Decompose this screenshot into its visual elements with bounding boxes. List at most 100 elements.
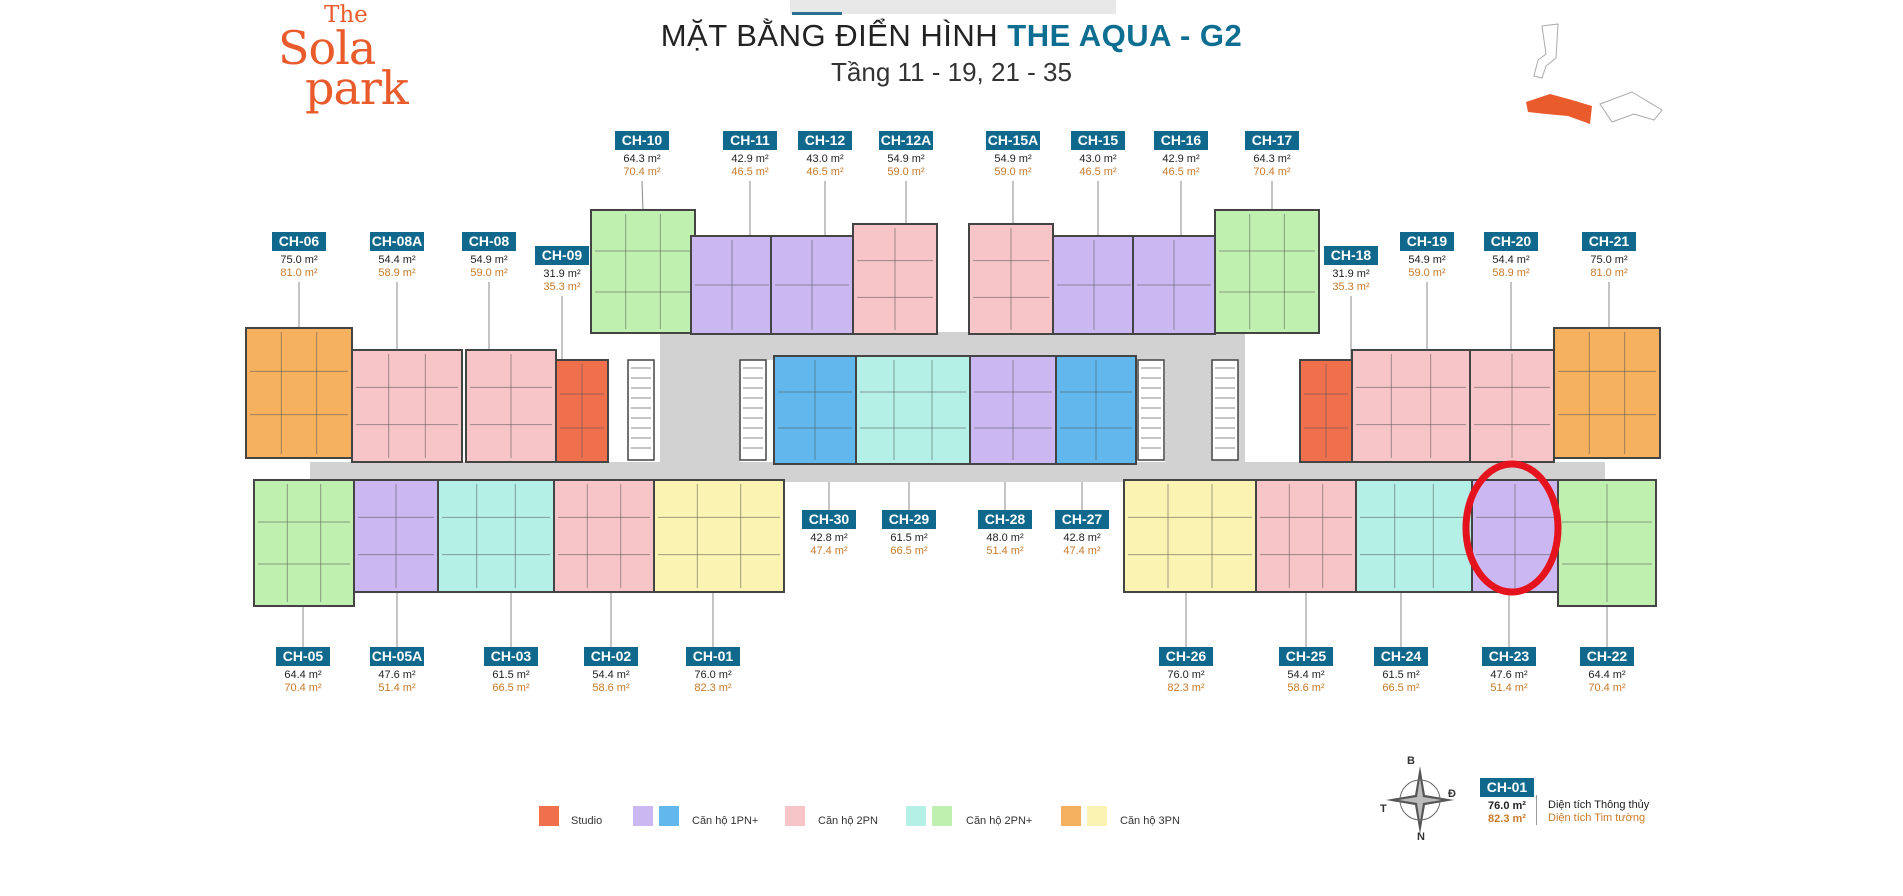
unit-label-a1: 61.5 m² [1382, 669, 1420, 681]
unit-block-ch-01 [653, 479, 785, 593]
unit-label-code: CH-03 [484, 647, 538, 666]
unit-label-a1: 42.8 m² [1063, 532, 1101, 544]
unit-label-a2: 51.4 m² [378, 682, 416, 694]
unit-label-a1: 61.5 m² [492, 669, 530, 681]
leader-lines [298, 180, 1610, 647]
unit-label-a2: 82.3 m² [1167, 682, 1205, 694]
unit-label-a1: 61.5 m² [890, 532, 928, 544]
unit-label-a2: 46.5 m² [731, 166, 769, 178]
corridor-left-core [660, 332, 740, 482]
unit-label-a2: 46.5 m² [1079, 166, 1117, 178]
unit-label-a2: 82.3 m² [694, 682, 732, 694]
top-tab-strip[interactable] [790, 0, 1116, 15]
compass-star-inner [1398, 778, 1442, 822]
unit-label-code: CH-25 [1279, 647, 1333, 666]
title-highlight: THE AQUA - G2 [1007, 18, 1243, 53]
unit-label-code: CH-26 [1159, 647, 1213, 666]
stair-core [739, 359, 767, 461]
brand-logo: The Sola park [278, 2, 409, 115]
unit-label-code: CH-23 [1482, 647, 1536, 666]
unit-label-a2: 51.4 m² [986, 545, 1024, 557]
legend-swatch-3pn-b [1087, 806, 1107, 826]
compass-left-letter: T [1380, 803, 1387, 815]
logo-line-1: The [324, 2, 368, 28]
area-key-divider [1536, 795, 1537, 825]
legend-swatch-1pn-b [659, 806, 679, 826]
compass-rose [1386, 766, 1454, 834]
site-outline-tower-a [1533, 23, 1559, 79]
unit-label-a2: 81.0 m² [280, 267, 318, 279]
active-tab-indicator[interactable] [792, 0, 842, 15]
logo-line-3: park [305, 61, 409, 115]
unit-label-a1: 42.9 m² [1162, 153, 1200, 165]
apartment-blocks [245, 209, 1661, 607]
page-title: MẶT BẰNG ĐIỂN HÌNH THE AQUA - G2 [0, 18, 1903, 54]
legend-label-2pn-plus: Căn hộ 2PN+ [966, 815, 1033, 827]
unit-label-a2: 70.4 m² [623, 166, 661, 178]
corridor-main [310, 462, 1605, 482]
unit-label-a1: 31.9 m² [1332, 268, 1370, 280]
unit-label-code: CH-05 [276, 647, 330, 666]
unit-label-a1: 54.4 m² [592, 669, 630, 681]
legend-label-3pn: Căn hộ 3PN [1120, 815, 1180, 827]
unit-label-code: CH-16 [1154, 131, 1208, 150]
stair-core [1211, 359, 1239, 461]
unit-label-a2: 81.0 m² [1590, 267, 1628, 279]
unit-label-a1: 54.4 m² [378, 254, 416, 266]
unit-label-a2: 70.4 m² [1253, 166, 1291, 178]
unit-label-a1: 76.0 m² [1167, 669, 1205, 681]
unit-label-code: CH-20 [1484, 232, 1538, 251]
unit-block-ch-19 [1351, 349, 1471, 463]
compass-ring [1399, 779, 1441, 821]
unit-block-ch-05 [253, 479, 355, 607]
unit-label-code: CH-21 [1582, 232, 1636, 251]
unit-label-a2: 46.5 m² [806, 166, 844, 178]
legend-swatch-studio [539, 806, 559, 826]
unit-label-a1: 64.3 m² [623, 153, 661, 165]
unit-label-a1: 64.4 m² [1588, 669, 1626, 681]
unit-block-ch-21 [1553, 327, 1661, 459]
unit-label-a2: 51.4 m² [1490, 682, 1528, 694]
unit-block-ch-29 [855, 355, 971, 465]
unit-label-code: CH-24 [1374, 647, 1428, 666]
legend-swatch-2pn-plus-a [906, 806, 926, 826]
legend-label-2pn: Căn hộ 2PN [818, 815, 878, 827]
unit-label-a2: 58.9 m² [378, 267, 416, 279]
area-key-code: CH-01 [1480, 778, 1534, 797]
unit-label-a2: 66.5 m² [492, 682, 530, 694]
stair-core [627, 359, 655, 461]
compass-top-letter: B [1407, 755, 1415, 767]
unit-label-code: CH-08 [462, 232, 516, 251]
site-plan-thumbnail [1526, 23, 1663, 124]
unit-label-code: CH-30 [802, 510, 856, 529]
unit-label-a2: 58.6 m² [1287, 682, 1325, 694]
unit-label-a1: 54.9 m² [1408, 254, 1446, 266]
unit-label-a2: 35.3 m² [1332, 281, 1370, 293]
legend-swatch-2pn [785, 806, 805, 826]
unit-label-code: CH-19 [1400, 232, 1454, 251]
stair-core [1137, 359, 1165, 461]
area-key-net-label: Diện tích Thông thủy [1548, 799, 1650, 811]
unit-label-a2: 70.4 m² [1588, 682, 1626, 694]
unit-block-ch-03 [437, 479, 555, 593]
unit-label-code: CH-01 [686, 647, 740, 666]
unit-label-a1: 75.0 m² [1590, 254, 1628, 266]
unit-label-code: CH-12 [798, 131, 852, 150]
unit-label-a2: 70.4 m² [284, 682, 322, 694]
